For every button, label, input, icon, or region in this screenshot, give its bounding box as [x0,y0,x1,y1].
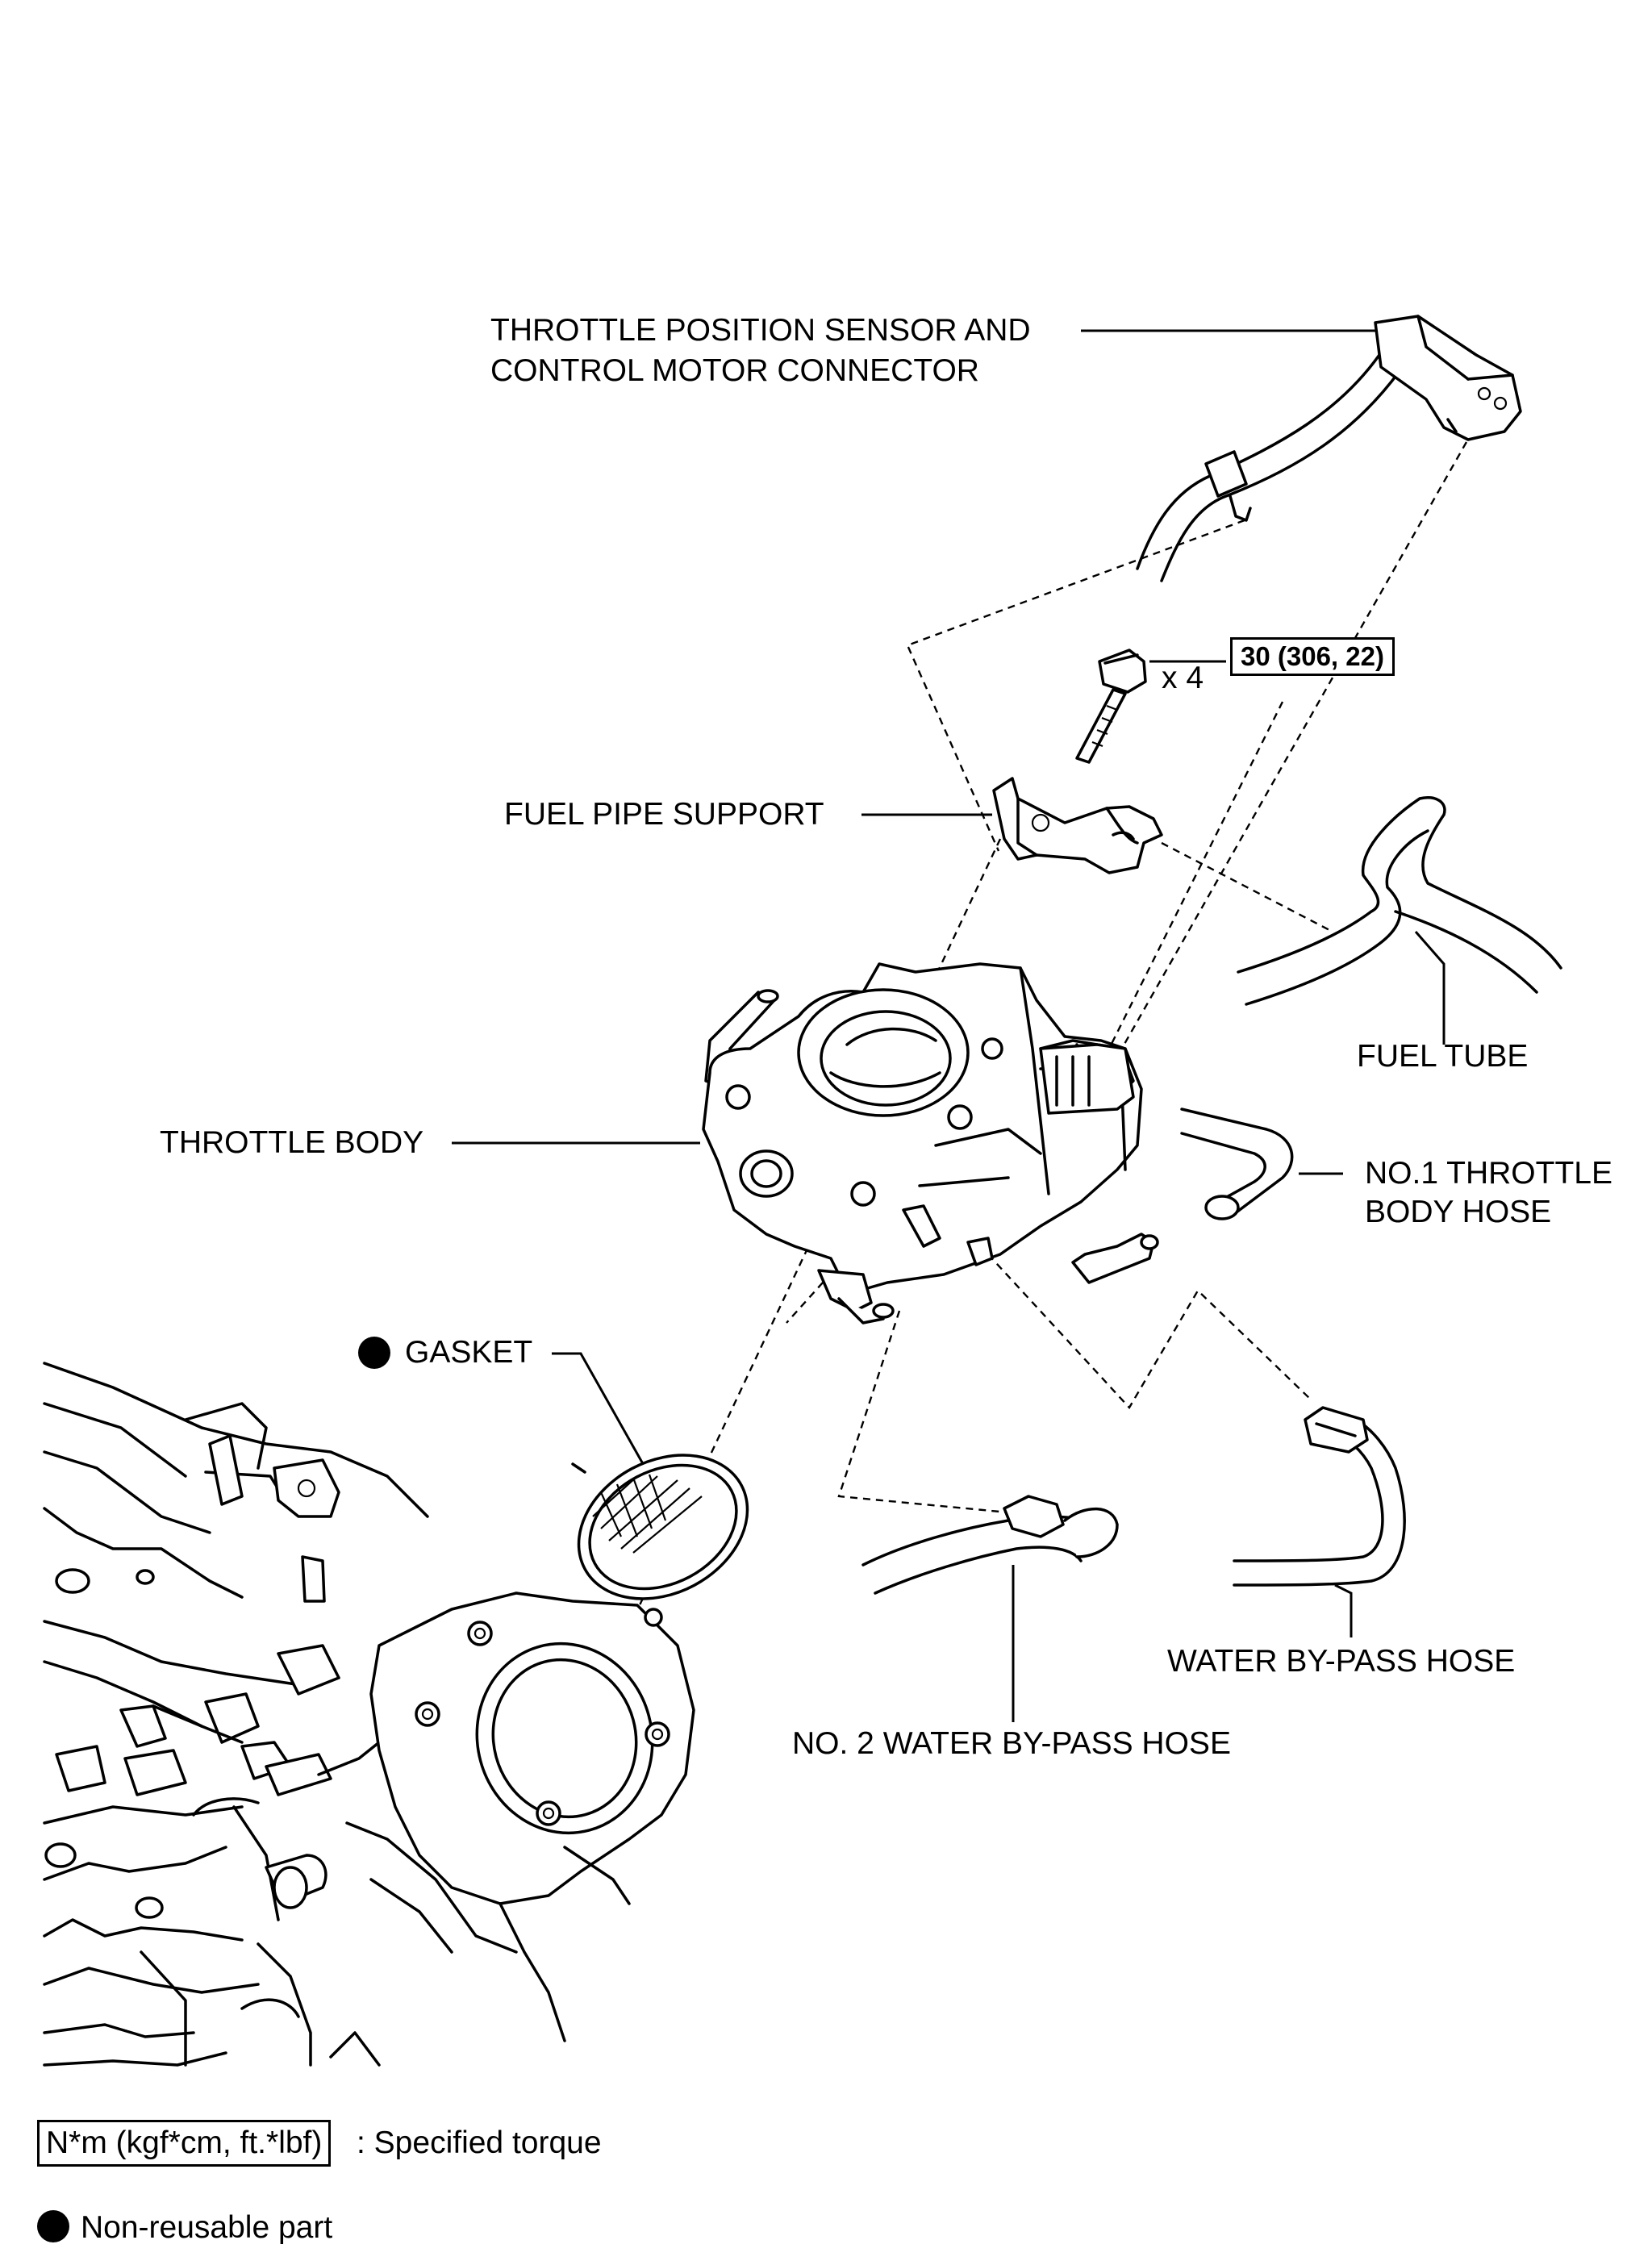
label-throttle-position-sensor-line2: CONTROL MOTOR CONNECTOR [490,353,979,388]
label-no1-throttle-body-hose-line2: BODY HOSE [1365,1195,1552,1229]
legend-torque-text: : Specified torque [357,2125,602,2160]
torque-spec-box: 30 (306, 22) [1230,637,1395,676]
no2-water-bypass-hose-drawing [861,1495,1119,1595]
label-water-bypass-hose: WATER BY-PASS HOSE [1167,1644,1516,1679]
fuel-pipe-support-drawing [992,777,1163,874]
water-bypass-hose-drawing [1233,1406,1406,1587]
bolt-drawing [1075,649,1147,764]
label-throttle-position-sensor-line1: THROTTLE POSITION SENSOR AND [490,313,1031,348]
engine-intake-drawing [43,1362,695,2067]
label-gasket: GASKET [405,1335,533,1370]
label-no2-water-bypass-hose: NO. 2 WATER BY-PASS HOSE [792,1726,1231,1761]
gasket-drawing [571,1454,749,1600]
label-throttle-body: THROTTLE BODY [160,1125,424,1160]
label-fuel-pipe-support: FUEL PIPE SUPPORT [504,797,824,832]
bolt-quantity: x 4 [1162,661,1204,695]
non-reusable-marker [358,1337,390,1369]
no1-throttle-body-hose-drawing [1180,1108,1294,1220]
fuel-tube-drawing [1237,796,1562,1006]
non-reusable-legend-dot [37,2210,69,2242]
legend-torque-units-box: N*m (kgf*cm, ft.*lbf) [37,2120,332,2167]
connector-harness-drawing [1136,315,1522,582]
legend-non-reusable-text: Non-reusable part [81,2210,333,2245]
label-fuel-tube: FUEL TUBE [1357,1039,1529,1074]
throttle-body-drawing [702,962,1159,1324]
label-no1-throttle-body-hose-line1: NO.1 THROTTLE [1365,1156,1612,1191]
leader-lines [452,329,1446,1722]
